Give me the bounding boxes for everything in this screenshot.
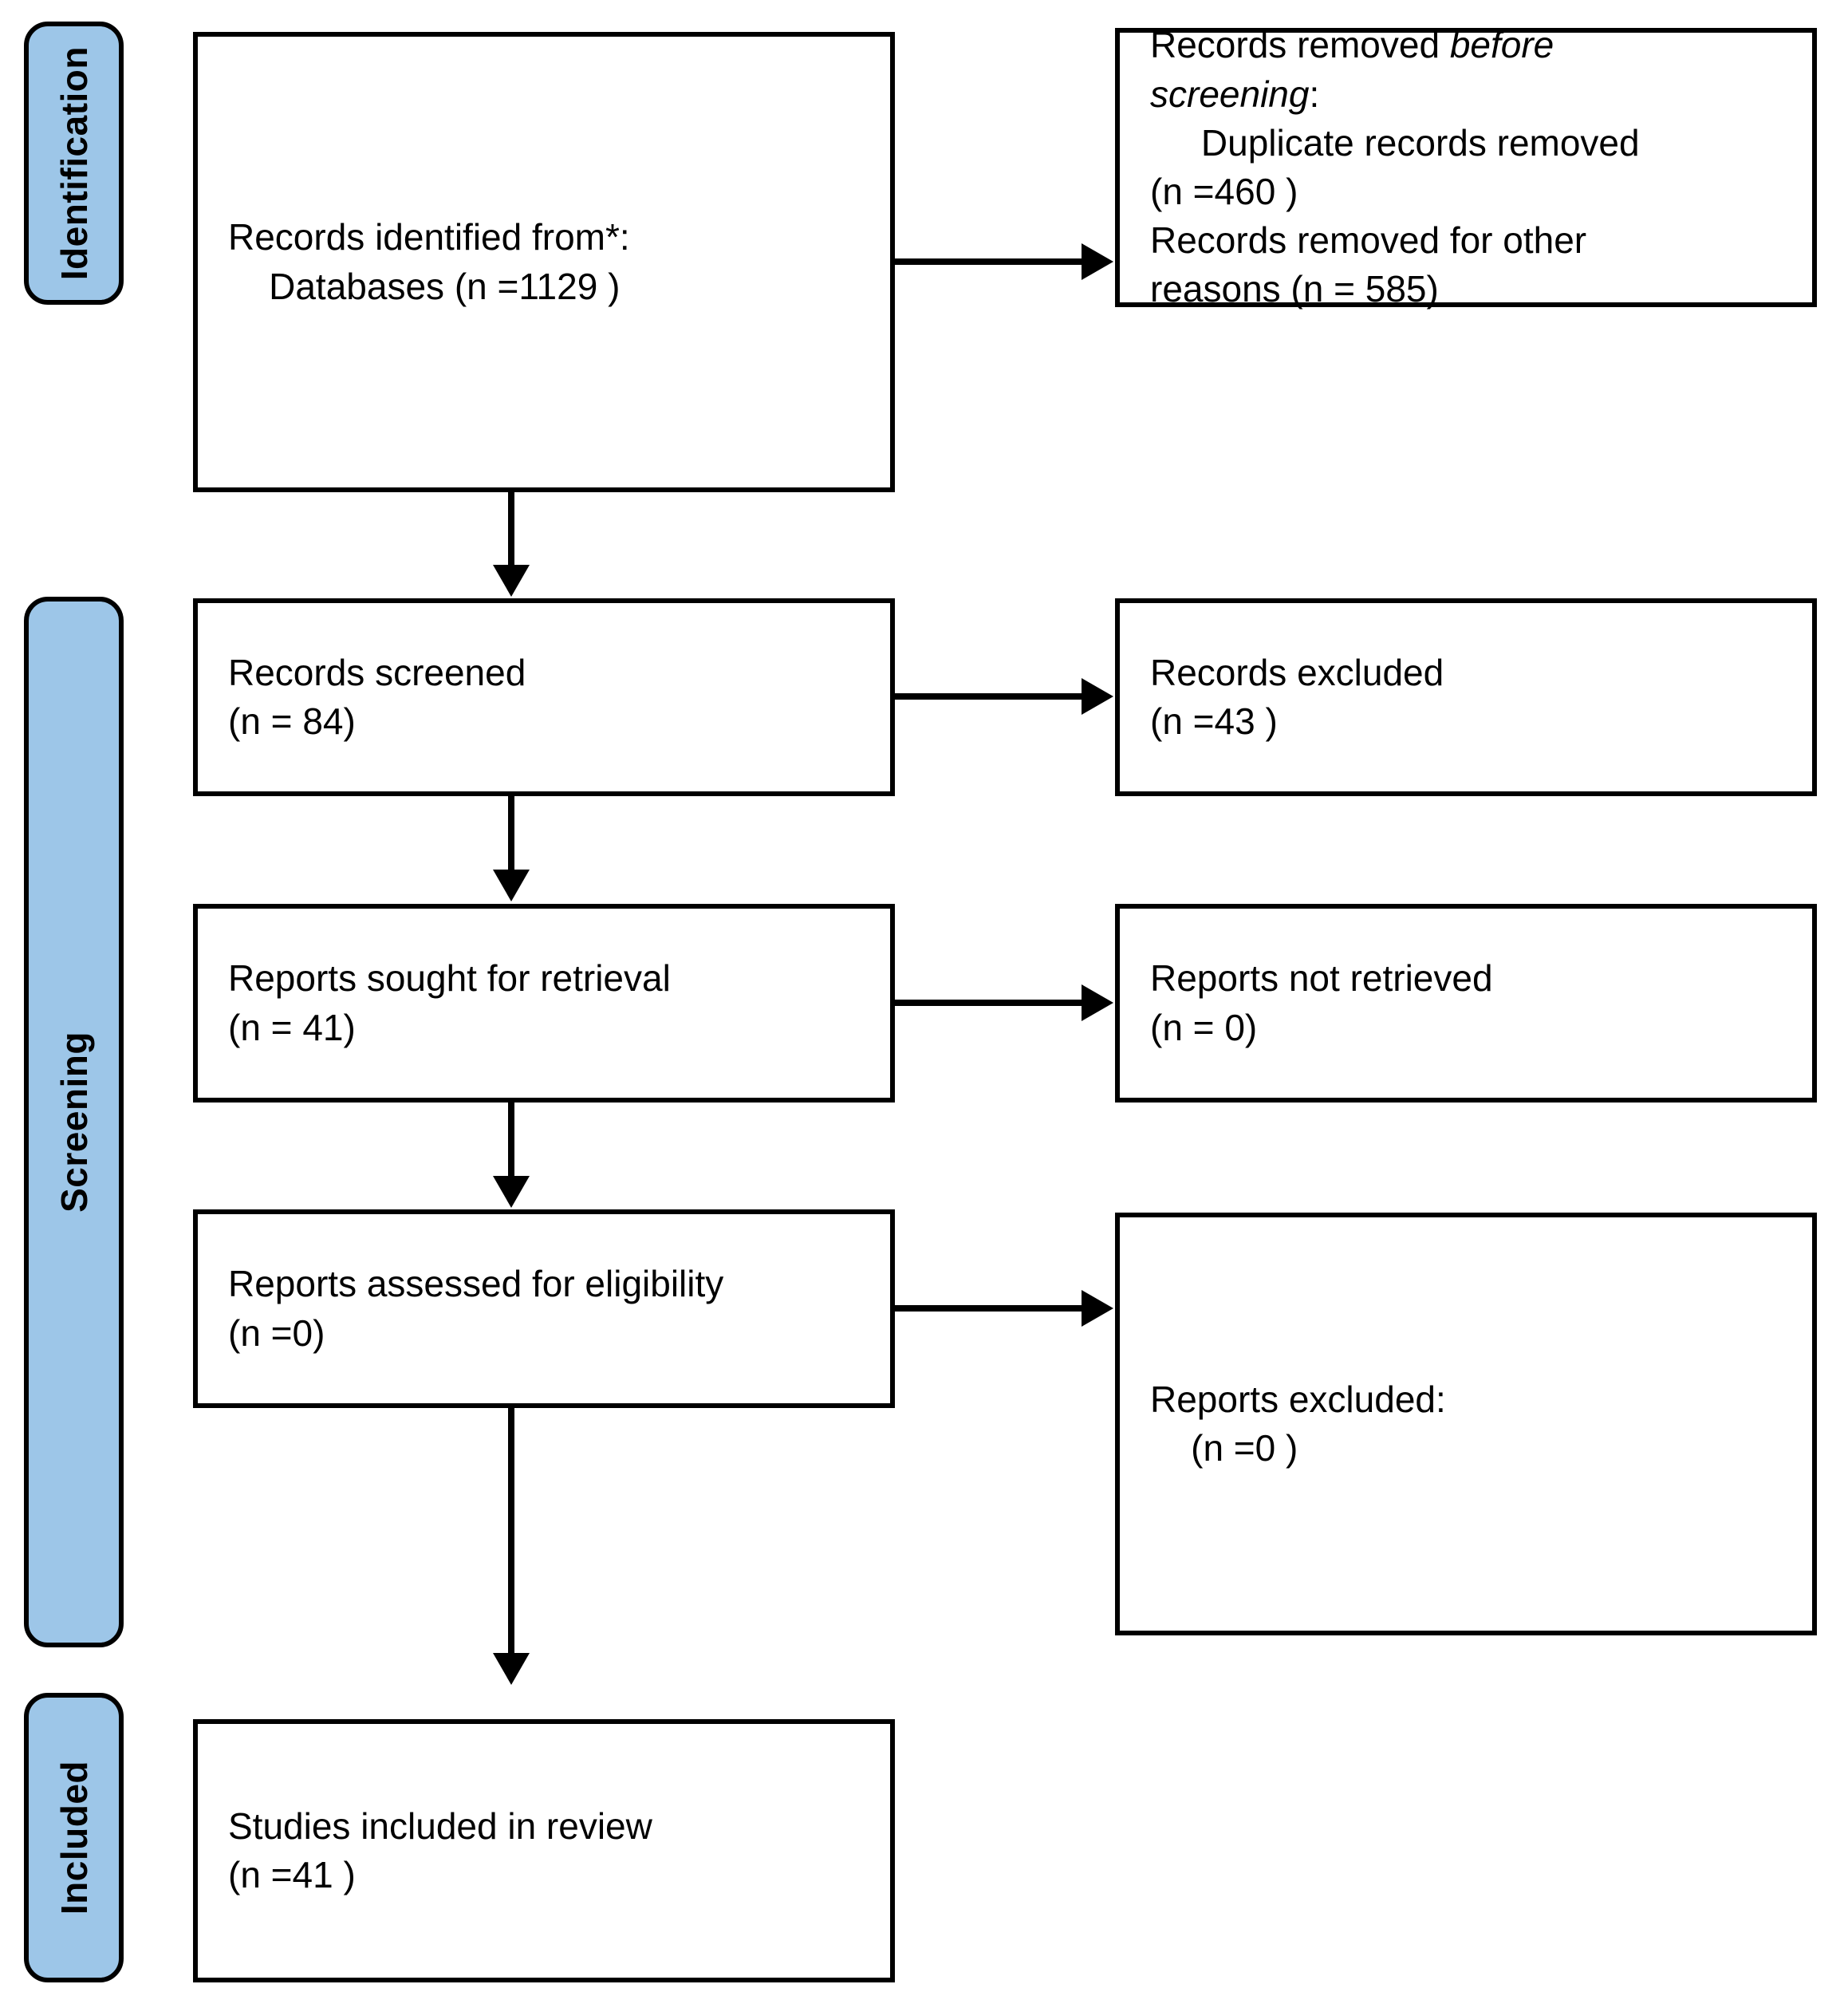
arrow-assessed-to-included-icon (493, 1653, 530, 1685)
box-records-identified-line2: Databases (n =1129 ) (228, 265, 621, 307)
arrow-screened-to-sought-icon (493, 870, 530, 901)
box-records-removed-line1: Records removed before (1120, 21, 1812, 69)
records-removed-text-plain: Records removed (1150, 24, 1450, 66)
stage-tab-identification: Identification (24, 22, 124, 305)
box-records-screened: Records screened (n = 84) (193, 598, 895, 796)
arrow-assessed-to-reports-excluded-icon (1082, 1290, 1113, 1327)
box-records-identified: Records identified from*: Databases (n =… (193, 32, 895, 492)
box-records-removed-line6: reasons (n = 585) (1150, 268, 1439, 310)
box-reports-sought-line1: Reports sought for retrieval (228, 957, 671, 1000)
arrow-sought-to-not-retrieved-icon (1082, 984, 1113, 1021)
records-removed-text-colon: : (1309, 73, 1320, 115)
arrow-identified-to-screened-icon (493, 565, 530, 597)
stage-tab-screening-label: Screening (53, 1032, 95, 1213)
box-records-removed-before-screening: Records removed before screening: Duplic… (1115, 24, 1817, 310)
records-removed-text-italic-before: before (1449, 24, 1554, 66)
connector-sought-to-assessed (508, 1103, 514, 1178)
connector-assessed-to-included (508, 1408, 514, 1655)
box-reports-excluded-line2: (n =0 ) (1150, 1427, 1298, 1469)
records-removed-text-italic-screening: screening (1150, 73, 1310, 115)
box-reports-assessed-line1: Reports assessed for eligibility (228, 1263, 724, 1305)
box-reports-sought: Reports sought for retrieval (n = 41) (193, 904, 895, 1103)
box-reports-sought-line2: (n = 41) (228, 1006, 356, 1048)
box-reports-not-retrieved: Reports not retrieved (n = 0) (1115, 904, 1817, 1103)
box-reports-excluded-line1: Reports excluded: (1150, 1378, 1446, 1420)
box-studies-included-line2: (n =41 ) (228, 1854, 356, 1895)
box-records-excluded: Records excluded (n =43 ) (1115, 598, 1817, 796)
connector-assessed-to-reports-excluded (895, 1305, 1083, 1312)
box-records-removed-line3: Duplicate records removed (1150, 121, 1640, 164)
box-records-removed-line2: screening: (1120, 70, 1812, 119)
box-records-identified-line1: Records identified from*: (228, 216, 630, 258)
box-reports-assessed-line2: (n =0) (228, 1312, 325, 1354)
box-studies-included: Studies included in review (n =41 ) (193, 1719, 895, 1982)
box-studies-included-line1: Studies included in review (228, 1805, 652, 1847)
stage-tab-identification-label: Identification (53, 45, 95, 281)
box-records-removed-line4: (n =460 ) (1150, 171, 1298, 212)
arrow-sought-to-assessed-icon (493, 1176, 530, 1208)
connector-identified-to-screened (508, 492, 514, 568)
connector-identified-to-removed (895, 258, 1083, 265)
connector-screened-to-excluded (895, 693, 1083, 700)
box-records-excluded-line1: Records excluded (1150, 651, 1444, 693)
box-records-screened-line2: (n = 84) (228, 700, 356, 742)
connector-screened-to-sought (508, 796, 514, 872)
box-reports-not-retrieved-line1: Reports not retrieved (1150, 957, 1493, 1000)
box-reports-not-retrieved-line2: (n = 0) (1150, 1006, 1258, 1048)
arrow-screened-to-excluded-icon (1082, 678, 1113, 715)
stage-tab-screening: Screening (24, 597, 124, 1647)
stage-tab-included-label: Included (53, 1760, 95, 1915)
box-records-excluded-line2: (n =43 ) (1150, 700, 1278, 742)
box-reports-excluded: Reports excluded: (n =0 ) (1115, 1213, 1817, 1635)
box-reports-assessed: Reports assessed for eligibility (n =0) (193, 1209, 895, 1408)
stage-tab-included: Included (24, 1693, 124, 1982)
box-records-removed-line5: Records removed for other (1150, 219, 1587, 262)
connector-sought-to-not-retrieved (895, 1000, 1083, 1006)
arrow-identified-to-removed-icon (1082, 243, 1113, 280)
box-records-screened-line1: Records screened (228, 651, 526, 693)
